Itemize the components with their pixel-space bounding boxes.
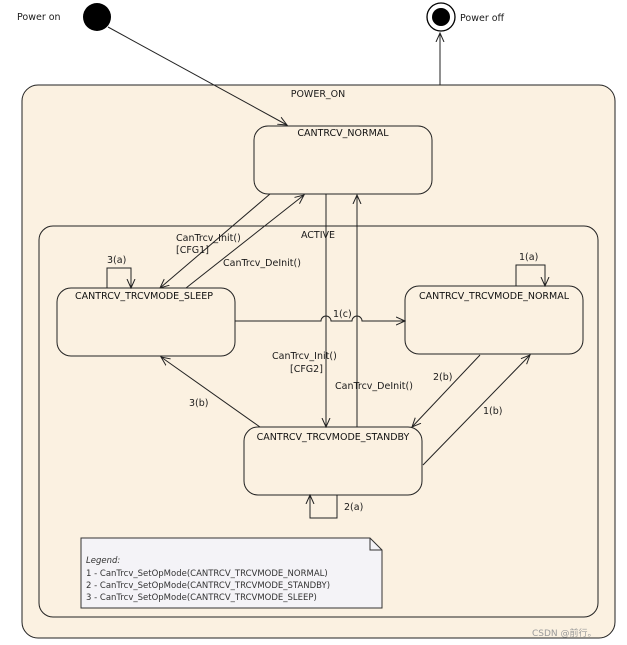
legend-note [80,537,383,609]
label-init-cfg1-line1: CanTrcv_Init() [176,233,241,244]
label-self-standby: 2(a) [344,502,363,513]
legend-note-fold [369,538,382,551]
label-standby-to-sleep: 3(b) [189,398,209,409]
label-deinit-sleep: CanTrcv_DeInit() [223,258,301,269]
transition-init-cfg1 [160,193,271,288]
transition-standby-to-normal [422,355,530,466]
self-transition-standby [310,495,338,519]
state-trcvmode-standby [243,426,423,496]
label-init-cfg2-line1: CanTrcv_Init() [272,351,337,362]
watermark-text: CSDN @前行。 [532,627,597,639]
power-off-pseudostate-label: Power off [460,13,505,24]
power-on-pseudostate-label: Power on [17,12,61,23]
state-trcvmode-sleep [56,287,236,357]
self-transition-sleep [106,267,131,288]
transition-power-on [107,26,287,125]
active-label: ACTIVE [301,230,335,241]
state-trcvmode-sleep-label: CANTRCV_TRCVMODE_SLEEP [75,291,213,302]
label-sleep-to-normal: 1(c) [333,309,352,320]
legend-item: 3 - CanTrcv_SetOpMode(CANTRCV_TRCVMODE_S… [86,593,317,603]
legend-item: 2 - CanTrcv_SetOpMode(CANTRCV_TRCVMODE_S… [86,581,330,591]
legend-title: Legend: [86,556,120,566]
label-normal-to-standby: 2(b) [433,372,453,383]
transition-standby-to-sleep [161,357,261,428]
transition-deinit-sleep [185,195,304,289]
transition-sleep-to-normal [235,315,405,321]
legend-item: 1 - CanTrcv_SetOpMode(CANTRCV_TRCVMODE_N… [86,569,328,579]
state-cantrcv-normal [253,125,433,195]
initial-pseudostate [83,3,111,31]
label-self-trcv-normal: 1(a) [519,252,538,263]
state-trcvmode-normal-label: CANTRCV_TRCVMODE_NORMAL [419,291,570,302]
power-on-label: POWER_ON [291,89,346,100]
final-pseudostate-dot [432,8,450,26]
label-init-cfg1-line2: [CFG1] [176,245,209,256]
transition-normal-to-standby [412,354,481,427]
label-init-cfg2-line2: [CFG2] [290,364,323,375]
state-trcvmode-standby-label: CANTRCV_TRCVMODE_STANDBY [257,432,410,443]
state-cantrcv-normal-label: CANTRCV_NORMAL [297,128,389,139]
label-standby-to-normal: 1(b) [483,406,503,417]
label-self-sleep: 3(a) [107,255,126,266]
self-transition-trcv-normal [515,264,545,286]
label-deinit-standby: CanTrcv_DeInit() [335,381,413,392]
